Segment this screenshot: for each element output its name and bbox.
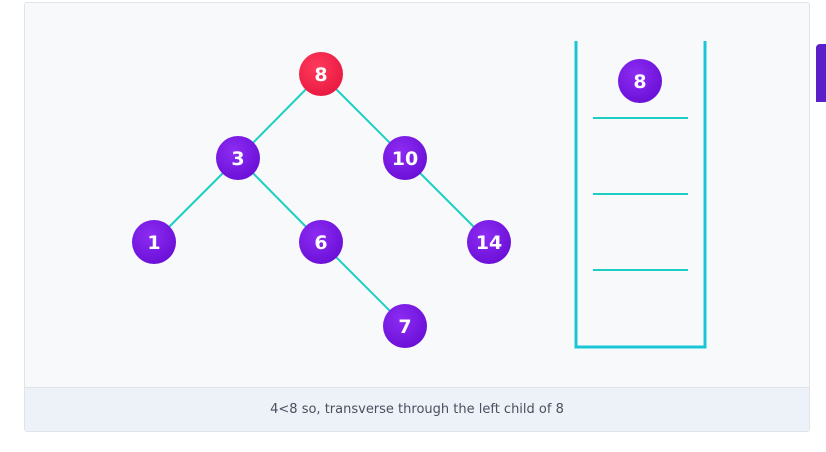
node-label-8: 8 xyxy=(314,64,327,86)
caption-bar: 4<8 so, transverse through the left chil… xyxy=(25,387,809,431)
stack-item-label: 8 xyxy=(633,71,646,93)
stack-item: 8 xyxy=(618,59,662,103)
tree-node-6: 6 xyxy=(299,220,343,264)
bst-diagram: 8 3 10 1 6 14 7 xyxy=(132,41,707,349)
tree-node-1: 1 xyxy=(132,220,176,264)
diagram-card: 8 3 10 1 6 14 7 xyxy=(24,2,810,432)
node-label-6: 6 xyxy=(314,232,327,254)
node-label-1: 1 xyxy=(147,232,160,254)
tree-node-10: 10 xyxy=(383,136,427,180)
tree-node-8: 8 xyxy=(299,52,343,96)
tree-node-14: 14 xyxy=(467,220,511,264)
tree-node-3: 3 xyxy=(216,136,260,180)
node-label-14: 14 xyxy=(476,232,502,254)
node-label-7: 7 xyxy=(398,316,411,338)
tree-edges xyxy=(153,73,490,327)
tree-node-7: 7 xyxy=(383,304,427,348)
node-label-3: 3 xyxy=(231,148,244,170)
node-label-10: 10 xyxy=(392,148,418,170)
stack-container xyxy=(574,41,707,349)
side-tab[interactable] xyxy=(816,44,826,102)
step-caption: 4<8 so, transverse through the left chil… xyxy=(270,402,564,417)
